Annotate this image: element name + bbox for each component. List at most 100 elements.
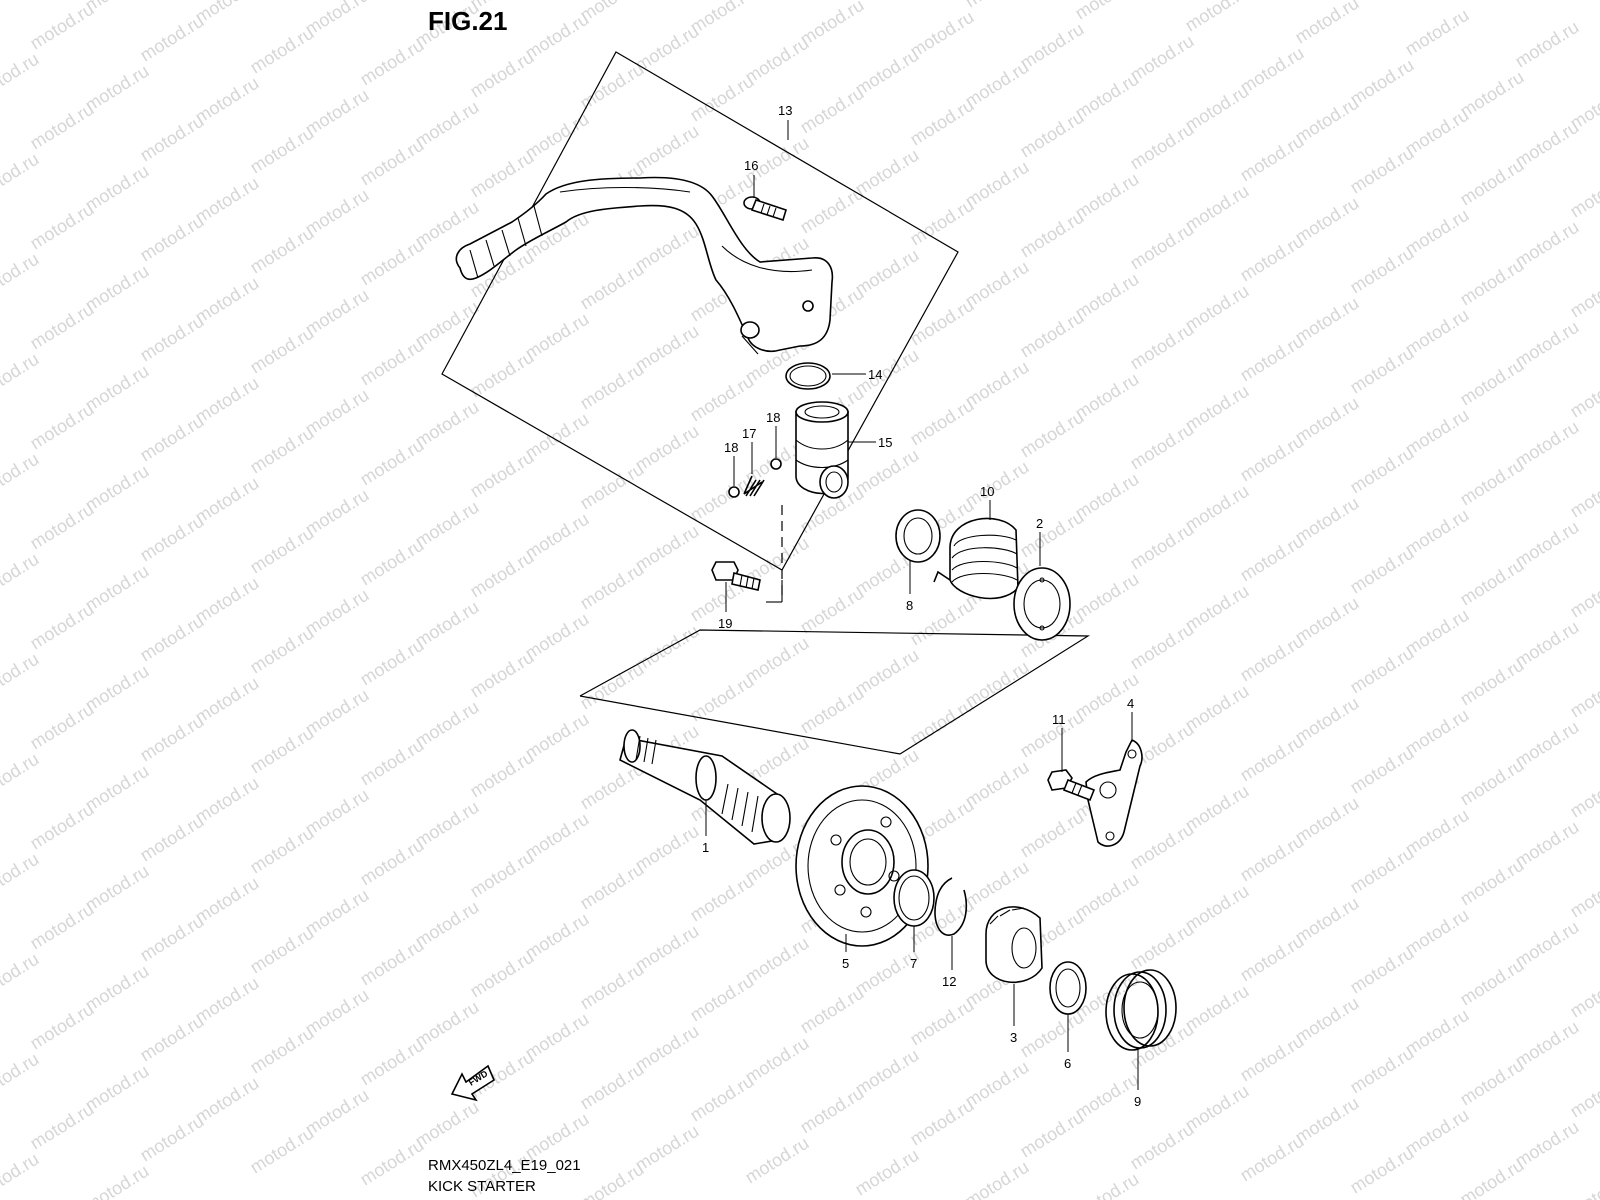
watermark-text: motod.ru	[1402, 705, 1473, 760]
watermark-text: motod.ru	[357, 935, 428, 990]
watermark-text: motod.ru	[0, 149, 42, 204]
watermark-text: motod.ru	[247, 1123, 318, 1178]
watermark-text: motod.ru	[1017, 507, 1088, 562]
watermark-text: motod.ru	[1127, 519, 1198, 574]
watermark-text: motod.ru	[852, 145, 923, 200]
watermark-text: motod.ru	[907, 995, 978, 1050]
watermark-text: motod.ru	[687, 471, 758, 526]
watermark-text: motod.ru	[302, 285, 373, 340]
watermark-text: motod.ru	[1292, 593, 1363, 648]
ball-part-18-left	[728, 486, 740, 498]
watermark-text: motod.ru	[1182, 281, 1253, 336]
watermark-text: motod.ru	[247, 523, 318, 578]
watermark-text: motod.ru	[632, 421, 703, 476]
watermark-text: motod.ru	[412, 297, 483, 352]
watermark-text: motod.ru	[357, 35, 428, 90]
watermark-text: motod.ru	[1567, 167, 1600, 222]
watermark-text: motod.ru	[632, 321, 703, 376]
watermark-text: motod.ru	[82, 961, 153, 1016]
watermark-text: motod.ru	[1072, 69, 1143, 124]
watermark-text: motod.ru	[1402, 1105, 1473, 1160]
watermark-text: motod.ru	[357, 835, 428, 890]
callout-14: 14	[868, 367, 882, 382]
watermark-text: motod.ru	[1072, 569, 1143, 624]
watermark-text: motod.ru	[357, 135, 428, 190]
spring-guide-part-2	[1013, 567, 1071, 641]
watermark-text: motod.ru	[357, 335, 428, 390]
callout-17: 17	[742, 426, 756, 441]
watermark-text: motod.ru	[1567, 467, 1600, 522]
watermark-text: motod.ru	[467, 947, 538, 1002]
watermark-text: motod.ru	[412, 797, 483, 852]
kick-sleeve-part-15	[795, 401, 849, 499]
watermark-text: motod.ru	[1567, 267, 1600, 322]
watermark-text: motod.ru	[742, 633, 813, 688]
watermark-text: motod.ru	[797, 183, 868, 238]
watermark-text: motod.ru	[1347, 443, 1418, 498]
watermark-text: motod.ru	[1292, 493, 1363, 548]
watermark-text: motod.ru	[907, 7, 978, 62]
spring-part-17	[743, 475, 765, 497]
watermark-text: motod.ru	[82, 61, 153, 116]
watermark-text: motod.ru	[522, 1109, 593, 1164]
watermark-text: motod.ru	[907, 695, 978, 750]
o-ring-part-14	[785, 362, 831, 390]
figure-name: KICK STARTER	[428, 1178, 536, 1195]
watermark-text: motod.ru	[962, 657, 1033, 712]
screw-part-16	[743, 196, 787, 222]
watermark-text: motod.ru	[522, 609, 593, 664]
watermark-text: motod.ru	[27, 0, 98, 53]
watermark-text: motod.ru	[852, 445, 923, 500]
callout-5: 5	[842, 956, 849, 971]
watermark-text: motod.ru	[632, 1121, 703, 1176]
watermark-text: motod.ru	[27, 299, 98, 354]
watermark-text: motod.ru	[137, 811, 208, 866]
callout-13: 13	[778, 103, 792, 118]
watermark-text: motod.ru	[962, 157, 1033, 212]
watermark-text: motod.ru	[522, 809, 593, 864]
watermark-text: motod.ru	[1182, 981, 1253, 1036]
watermark-text: motod.ru	[1347, 543, 1418, 598]
watermark-text: motod.ru	[0, 1049, 42, 1104]
watermark-text: motod.ru	[962, 1157, 1033, 1200]
watermark-text: motod.ru	[1182, 181, 1253, 236]
callout-6: 6	[1064, 1056, 1071, 1071]
watermark-text: motod.ru	[1457, 855, 1528, 910]
watermark-text: motod.ru	[962, 757, 1033, 812]
watermark-text: motod.ru	[1072, 0, 1143, 23]
kick-spring-part-10	[933, 517, 1019, 600]
bolt-part-11	[1047, 769, 1096, 802]
callout-4: 4	[1127, 696, 1134, 711]
watermark-text: motod.ru	[962, 257, 1033, 312]
watermark-text: motod.ru	[1072, 1069, 1143, 1124]
watermark-text: motod.ru	[1237, 731, 1308, 786]
watermark-text: motod.ru	[632, 221, 703, 276]
watermark-text: motod.ru	[687, 371, 758, 426]
watermark-text: motod.ru	[1292, 793, 1363, 848]
watermark-text: motod.ru	[907, 295, 978, 350]
watermark-text: motod.ru	[632, 121, 703, 176]
watermark-text: motod.ru	[1017, 1007, 1088, 1062]
watermark-text: motod.ru	[1072, 869, 1143, 924]
watermark-text: motod.ru	[1457, 555, 1528, 610]
watermark-text: motod.ru	[1292, 0, 1363, 47]
watermark-text: motod.ru	[27, 499, 98, 554]
watermark-text: motod.ru	[82, 761, 153, 816]
watermark-text: motod.ru	[1402, 205, 1473, 260]
watermark-text: motod.ru	[577, 559, 648, 614]
watermark-text: motod.ru	[82, 661, 153, 716]
watermark-text: motod.ru	[357, 1035, 428, 1090]
watermark-text: motod.ru	[1182, 381, 1253, 436]
watermark-text: motod.ru	[742, 33, 813, 88]
watermark-text: motod.ru	[192, 573, 263, 628]
figure-title: FIG.21	[428, 6, 507, 36]
watermark-text: motod.ru	[192, 773, 263, 828]
watermark-text: motod.ru	[1457, 67, 1528, 122]
watermark-text: motod.ru	[1182, 481, 1253, 536]
watermark-text: motod.ru	[1402, 5, 1473, 60]
watermark-text: motod.ru	[1512, 717, 1583, 772]
watermark-text: motod.ru	[1237, 631, 1308, 686]
watermark-text: motod.ru	[192, 973, 263, 1028]
watermark-text: motod.ru	[137, 411, 208, 466]
